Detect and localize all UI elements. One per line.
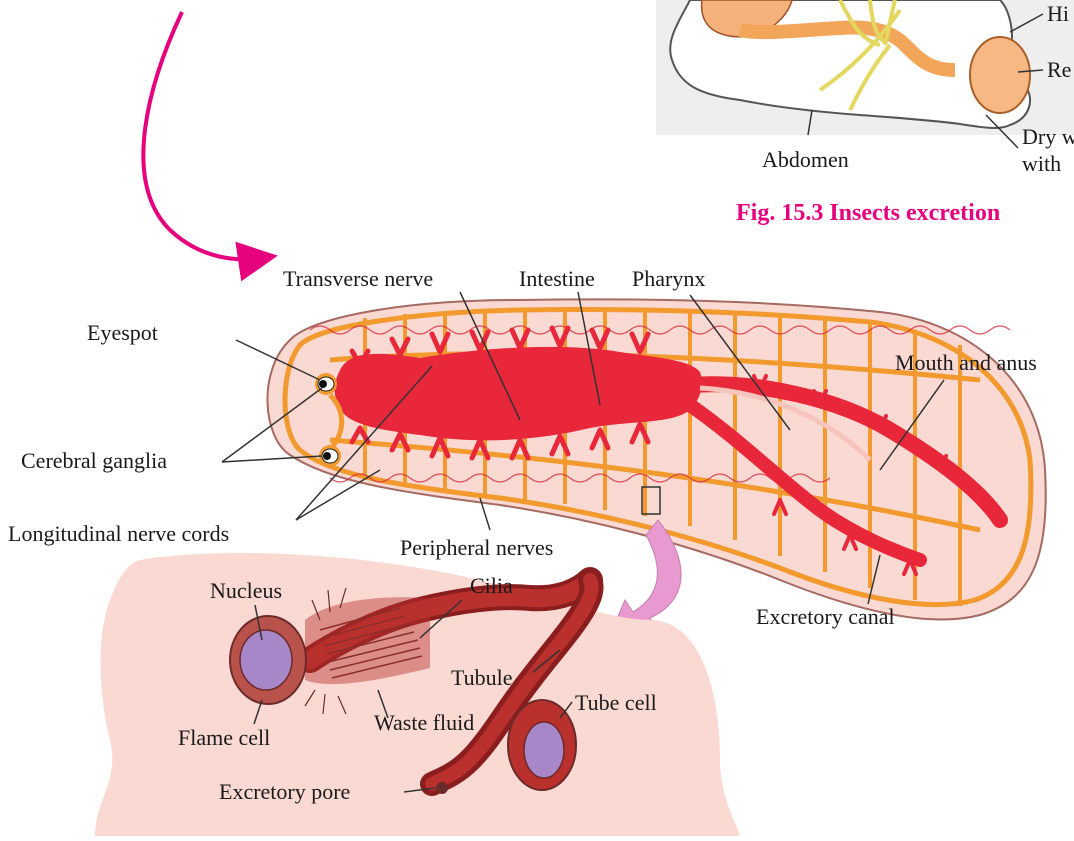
label-hindgut: Hi (1047, 3, 1069, 25)
label-flame-cell: Flame cell (178, 727, 270, 749)
label-dry-line1: Dry w (1022, 126, 1074, 148)
eyespot-left (315, 373, 337, 395)
label-excretory-pore: Excretory pore (219, 781, 350, 803)
figure-caption: Fig. 15.3 Insects excretion (736, 201, 1000, 225)
insect-illustration (656, 0, 1074, 148)
label-excretory-canal: Excretory canal (756, 606, 895, 628)
label-intestine: Intestine (519, 268, 595, 290)
label-abdomen: Abdomen (762, 149, 849, 171)
label-tubule: Tubule (451, 667, 513, 689)
label-cilia: Cilia (470, 575, 513, 597)
label-peripheral-nerves: Peripheral nerves (400, 537, 553, 559)
label-rectum: Re (1047, 59, 1071, 81)
label-transverse-nerve: Transverse nerve (283, 268, 433, 290)
label-waste-fluid: Waste fluid (374, 712, 474, 734)
magenta-curved-arrow (143, 12, 262, 259)
label-cerebral-ganglia: Cerebral ganglia (21, 450, 167, 472)
label-nucleus: Nucleus (210, 580, 282, 602)
label-mouth-and-anus: Mouth and anus (895, 352, 1037, 374)
label-pharynx: Pharynx (632, 268, 705, 290)
label-tube-cell: Tube cell (575, 692, 657, 714)
label-eyespot: Eyespot (87, 322, 158, 344)
label-dry-line2: with (1022, 153, 1061, 175)
label-longitudinal-nerve-cords: Longitudinal nerve cords (8, 523, 229, 545)
eyespot-right (319, 445, 341, 467)
